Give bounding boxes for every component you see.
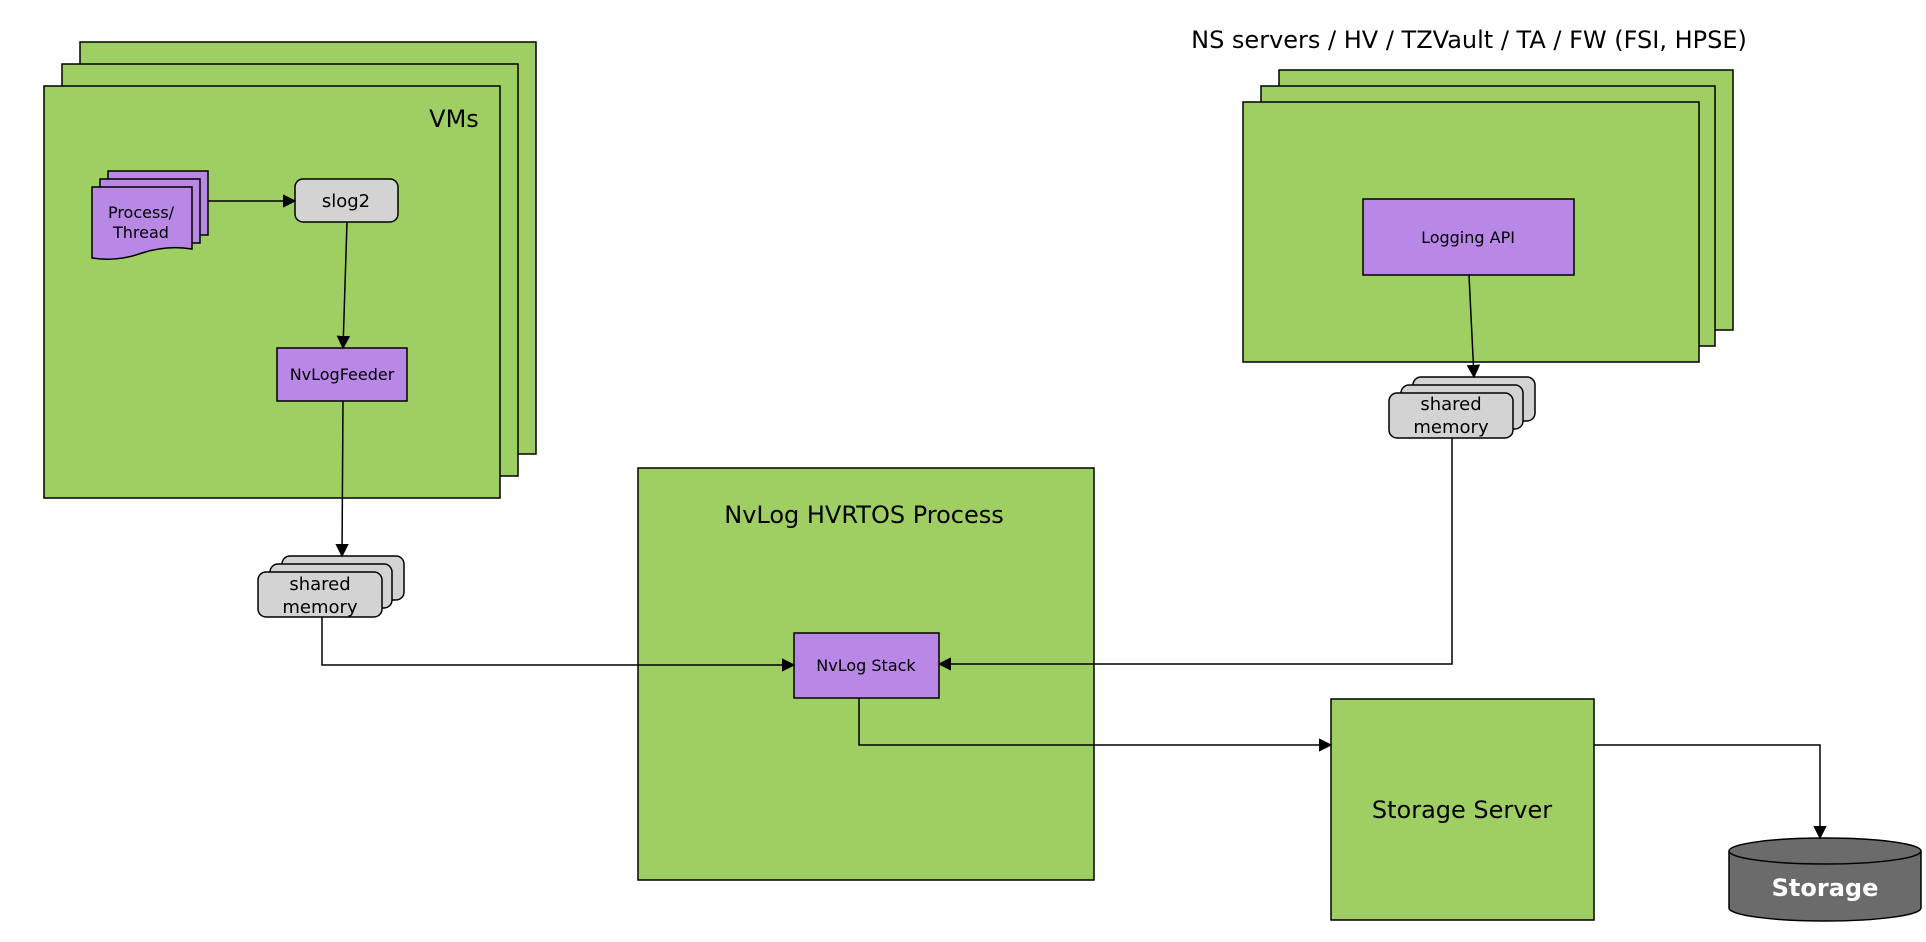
shm-left-label-line2: memory — [282, 597, 358, 618]
arrow-shm-right-to-nvlog-stack — [937, 438, 1453, 671]
nvlogfeeder-node: NvLogFeeder — [276, 347, 408, 402]
logging-api-box — [1362, 198, 1575, 276]
storage-label: Storage — [1772, 874, 1879, 902]
storage-server-box — [1330, 698, 1595, 921]
logging-api-label: Logging API — [1421, 228, 1515, 247]
nvlog-stack-node: NvLog Stack — [793, 632, 940, 699]
nvlogfeeder-label: NvLogFeeder — [290, 365, 395, 384]
shm-left-label-line1: shared — [289, 574, 350, 595]
shm-right-label-line1: shared — [1420, 394, 1481, 415]
storage-server-node: Storage Server — [1330, 698, 1595, 921]
ns-servers-title: NS servers / HV / TZVault / TA / FW (FSI… — [1191, 26, 1747, 54]
process-label-line2: Thread — [112, 223, 169, 242]
nvlogfeeder-box — [276, 347, 408, 402]
storage-cylinder-body — [1728, 851, 1922, 922]
arrow-logging-api-to-shm-right — [1466, 274, 1481, 379]
nvlog-stack-box — [793, 632, 940, 699]
arrow-slog2-to-nvlogfeeder — [336, 221, 351, 350]
nvlog-process-label: NvLog HVRTOS Process — [724, 501, 1004, 529]
vms-label: VMs — [429, 105, 479, 133]
shared-memory-right: shared memory — [1388, 376, 1536, 439]
arrow-storage-server-to-storage — [1594, 744, 1827, 840]
storage-cylinder-top — [1728, 837, 1922, 865]
vms-stack: VMs — [43, 41, 537, 499]
slog2-label: slog2 — [322, 191, 370, 212]
shared-memory-left: shared memory — [257, 555, 405, 618]
process-label-line1: Process/ — [108, 203, 175, 222]
logging-api-node: Logging API — [1362, 198, 1575, 276]
storage-server-label: Storage Server — [1372, 796, 1552, 824]
arrow-shm-left-to-nvlog-stack — [321, 617, 796, 672]
nvlog-stack-label: NvLog Stack — [816, 656, 916, 675]
shm-right-front — [1388, 392, 1514, 439]
shm-right-label-line2: memory — [1413, 417, 1489, 438]
arrow-nvlog-stack-to-storage-server — [858, 698, 1333, 752]
process-doc-front — [91, 186, 193, 260]
storage-node: Storage — [1728, 837, 1922, 922]
vm-layer-front — [43, 85, 501, 499]
process-thread-node: Process/ Thread — [91, 170, 209, 260]
slog2-node: slog2 — [294, 178, 399, 223]
arrow-nvlogfeeder-to-shm-left — [335, 400, 349, 558]
shm-left-front — [257, 571, 383, 618]
